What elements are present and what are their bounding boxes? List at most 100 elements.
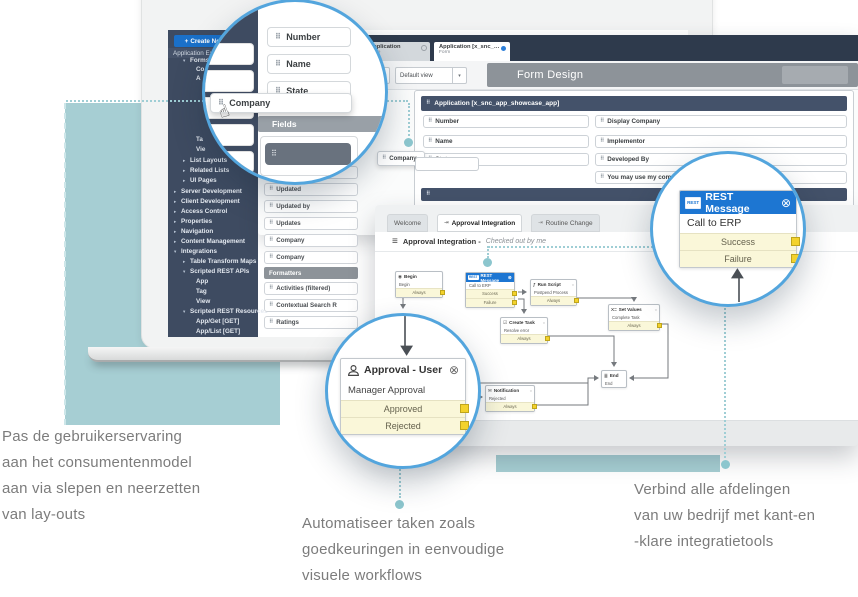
palette-item-ratings[interactable]: ⠿Ratings	[264, 316, 358, 329]
tab-approval-integration[interactable]: ⇥Approval Integration	[437, 214, 523, 232]
palette-item-company[interactable]: ⠿Company	[264, 234, 358, 247]
connector-square-icon[interactable]	[512, 291, 517, 296]
tab-application-form[interactable]: Application [x_snc_…Form	[434, 42, 510, 61]
sidebar-item-app[interactable]: App	[196, 278, 208, 285]
sidebar-item-client-development[interactable]: ▸Client Development	[174, 198, 240, 205]
node-create-task[interactable]: ☑Create Task○ Resolve error Always	[500, 317, 550, 344]
sidebar-item-label: Content Management	[181, 238, 246, 245]
connector-square-icon[interactable]	[440, 290, 445, 295]
magnified-sidebar-chip	[205, 124, 254, 146]
connector-square-icon[interactable]	[545, 336, 550, 341]
sidebar-item[interactable]: Ta	[196, 136, 203, 143]
gear-icon[interactable]: ○	[571, 282, 574, 287]
connector-square-icon[interactable]	[532, 404, 537, 409]
sidebar-item[interactable]: Co	[196, 66, 204, 73]
drag-handle-icon: ⠿	[269, 318, 274, 325]
tab-routine-change[interactable]: ⇥Routine Change	[531, 214, 600, 232]
form-field-implementor[interactable]: ⠿Implementor	[595, 135, 847, 148]
form-field-name[interactable]: ⠿Name	[423, 135, 589, 148]
toolbar-right-button[interactable]	[782, 66, 848, 84]
gear-icon[interactable]: ○	[529, 388, 532, 393]
sidebar-item-table-transform-maps[interactable]: ▸Table Transform Maps	[183, 258, 256, 265]
node-notification[interactable]: ✉Notification○ Rejected Always	[485, 385, 537, 412]
sidebar-item-scripted-rest-apis[interactable]: ▾Scripted REST APIs	[183, 268, 249, 275]
node-title: Run Script	[537, 282, 561, 287]
annotation-middle: Automatiseer taken zoals goedkeuringen i…	[302, 511, 504, 589]
sidebar-item-forms[interactable]: ▾Forms	[183, 57, 209, 64]
annotation-line: goedkeuringen in eenvoudige	[302, 541, 505, 558]
sidebar-item-label: View	[196, 298, 211, 305]
sidebar-item-scripted-rest-resources[interactable]: ▾Scripted REST Resources	[183, 308, 268, 315]
palette-item-updated[interactable]: ⠿Updated	[264, 183, 358, 196]
connector-square-icon[interactable]	[791, 237, 800, 246]
node-output: Success	[482, 291, 498, 296]
connector-square-icon[interactable]	[460, 421, 469, 430]
view-dropdown[interactable]: Default view▾	[395, 67, 467, 84]
annotation-line: Pas de gebruikerservaring	[2, 428, 183, 445]
field-label: Name	[435, 138, 453, 145]
close-icon[interactable]	[421, 45, 427, 51]
node-begin[interactable]: ◉Begin Begin Always	[395, 271, 445, 298]
connector-square-icon[interactable]	[512, 300, 517, 305]
teal-highlight-right	[496, 455, 720, 472]
close-icon[interactable]: ⊗	[448, 363, 459, 377]
form-field-display-company[interactable]: ⠿Display Company	[595, 115, 847, 128]
hamburger-icon[interactable]: ≡	[392, 236, 398, 247]
close-icon[interactable]: ⊗	[780, 195, 791, 210]
sidebar-item-app-get[interactable]: App/Get [GET]	[196, 318, 239, 325]
palette-header-formatters: Formatters	[264, 267, 358, 279]
caret-down-icon: ▾	[183, 308, 186, 314]
gear-icon[interactable]: ○	[542, 320, 545, 325]
teal-dashed-edge	[64, 103, 66, 425]
sidebar-item-label: Navigation	[181, 228, 214, 235]
sidebar-item-server-development[interactable]: ▸Server Development	[174, 188, 242, 195]
sidebar-item-tag[interactable]: Tag	[196, 288, 207, 295]
sidebar-item-view[interactable]: View	[196, 298, 210, 305]
gear-icon[interactable]: ○	[654, 307, 657, 312]
sidebar-item-app-list[interactable]: App/List [GET]	[196, 328, 240, 335]
notification-icon: ✉	[488, 387, 492, 393]
rest-icon: REST	[685, 196, 702, 209]
dropdown-value: Default view	[400, 72, 433, 79]
connector-square-icon[interactable]	[574, 298, 579, 303]
palette-item-activities[interactable]: ⠿Activities (filtered)	[264, 282, 358, 295]
connector-square-icon[interactable]	[657, 323, 662, 328]
sidebar-item-integrations[interactable]: ▾Integrations	[174, 248, 217, 255]
sidebar-item[interactable]: A	[196, 75, 201, 82]
drag-handle-icon: ⠿	[600, 137, 605, 144]
palette-item-contextual-search[interactable]: ⠿Contextual Search R	[264, 299, 358, 312]
sidebar-item-navigation[interactable]: ▸Navigation	[174, 228, 213, 235]
rest-message-card[interactable]: REST REST Message ⊗ Call to ERP Success …	[679, 190, 800, 268]
sidebar-item-content-management[interactable]: ▸Content Management	[174, 238, 245, 245]
node-set-values[interactable]: X=Set Values○ Complete Task Always	[608, 304, 662, 331]
form-field-number[interactable]: ⠿Number	[423, 115, 589, 128]
sidebar-item-properties[interactable]: ▸Properties	[174, 218, 212, 225]
dotted-connector	[488, 246, 653, 248]
company-drag-chip[interactable]: ⠿Company	[377, 151, 425, 166]
magnified-field-name[interactable]: ⠿Name	[267, 54, 351, 74]
sidebar-item-label: Co	[196, 66, 205, 73]
magnified-company-chip[interactable]: ⠿Company	[210, 93, 352, 113]
palette-item-company-2[interactable]: ⠿Company	[264, 251, 358, 264]
tab-welcome[interactable]: Welcome	[387, 214, 428, 232]
connector-square-icon[interactable]	[791, 254, 800, 263]
magnified-field-number[interactable]: ⠿Number	[267, 27, 351, 47]
close-icon[interactable]: ⊗	[507, 274, 512, 281]
magnifier-rest: REST REST Message ⊗ Call to ERP Success …	[650, 151, 806, 307]
approval-user-card[interactable]: Approval - User ⊗ Manager Approval Appro…	[340, 358, 469, 435]
field-label: Number	[286, 32, 321, 42]
connector-square-icon[interactable]	[460, 404, 469, 413]
sidebar-item-ui-pages[interactable]: ▸UI Pages	[183, 177, 217, 184]
node-end[interactable]: ≣End End	[601, 370, 627, 388]
sidebar-item-access-control[interactable]: ▸Access Control	[174, 208, 227, 215]
form-section-header[interactable]: ⠿Application [x_snc_app_showcase_app]	[421, 96, 847, 111]
palette-item-updated-by[interactable]: ⠿Updated by	[264, 200, 358, 213]
sidebar-item-label: Server Development	[181, 188, 242, 195]
sidebar-item-label: Table Transform Maps	[190, 258, 257, 265]
palette-item-updates[interactable]: ⠿Updates	[264, 217, 358, 230]
sidebar-item[interactable]: Vie	[196, 146, 205, 153]
node-subtitle: Rejected	[489, 396, 506, 401]
sidebar-item-label: Properties	[181, 218, 213, 225]
